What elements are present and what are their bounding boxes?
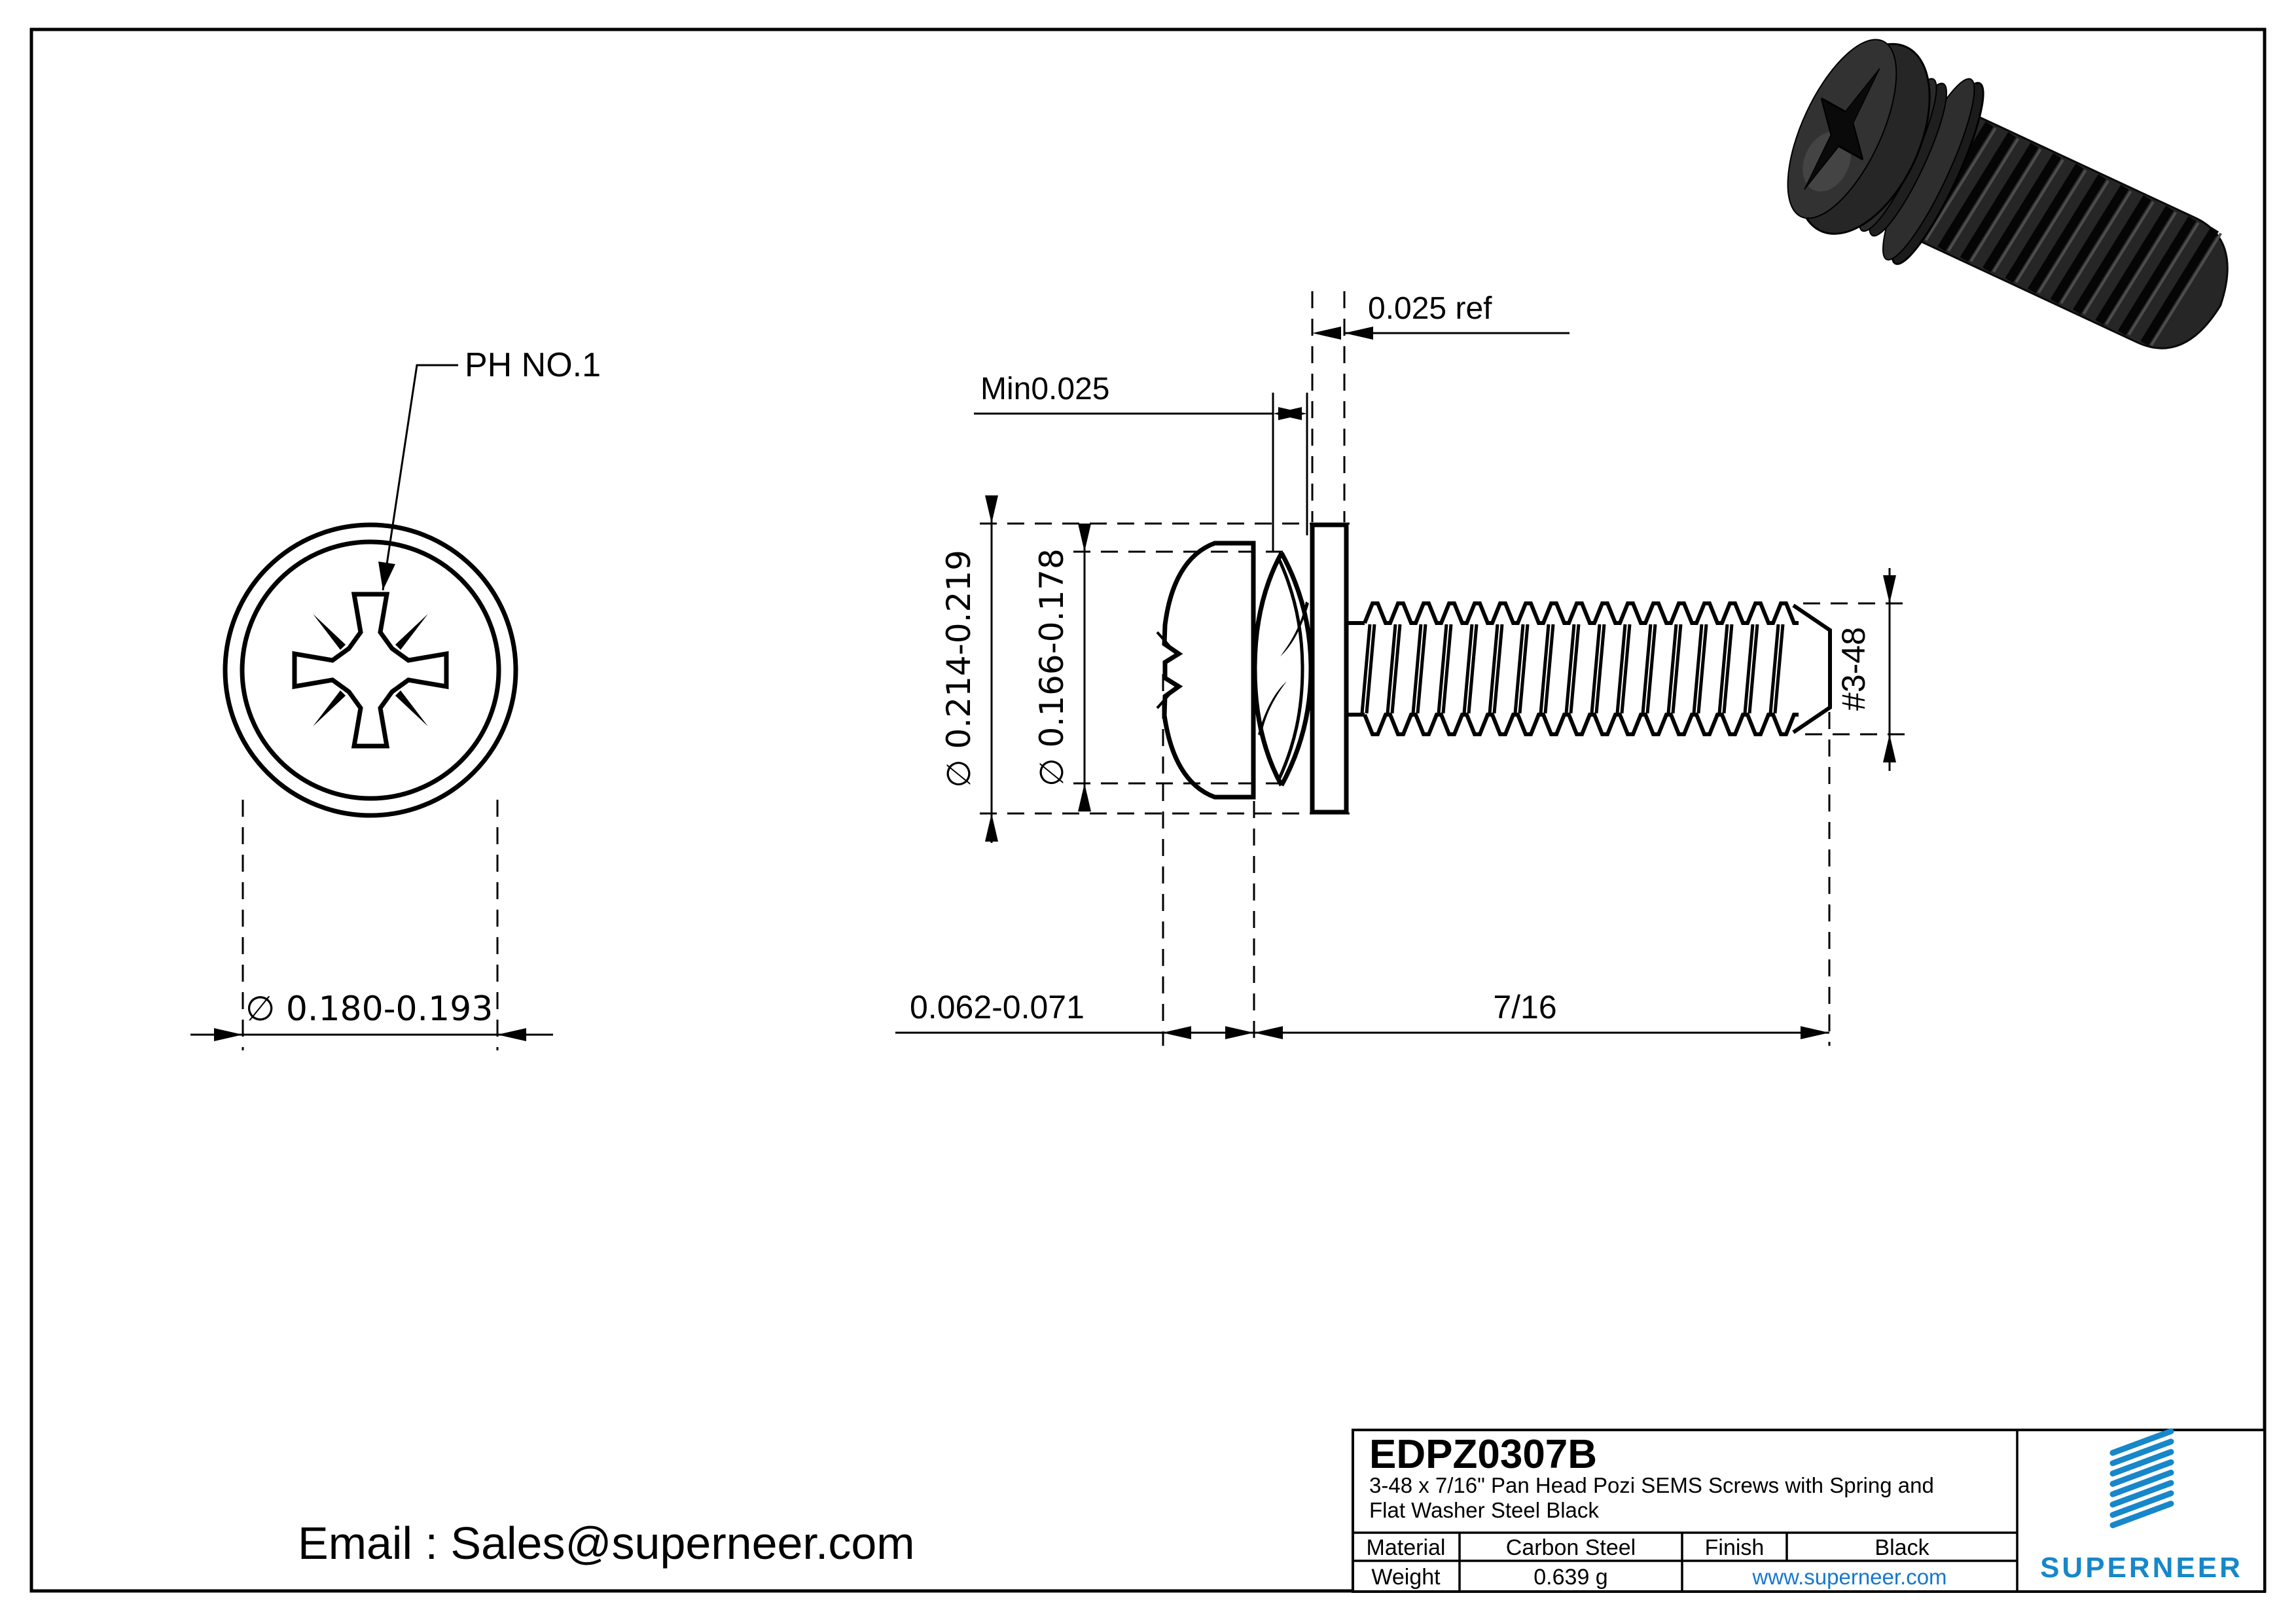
thread-crest-top: [1363, 601, 1799, 625]
dim-arrowhead: [214, 1028, 243, 1041]
spring-washer-profile: [1252, 552, 1314, 787]
recess-hidden-edge: [1156, 631, 1179, 656]
pozi-tick-nw: [313, 614, 346, 650]
brand-name: SUPERNEER: [2040, 1552, 2243, 1584]
dim-length-text: 7/16: [1493, 989, 1556, 1026]
sheet-border: [29, 27, 2267, 1593]
contact-email: Email : Sales@superneer.com: [298, 1518, 915, 1569]
dim-arrowhead: [1344, 327, 1373, 340]
leader-arrowhead: [378, 562, 395, 590]
side-view: [1156, 522, 1832, 815]
pozi-tick-ne: [395, 614, 428, 650]
callout-label: PH NO.1: [465, 346, 601, 384]
dim-arrowhead: [1801, 1026, 1829, 1039]
dim-arrowhead: [1254, 1026, 1283, 1039]
weight-value: 0.639 g: [1534, 1565, 1607, 1590]
part-description-line2: Flat Washer Steel Black: [1369, 1498, 1599, 1522]
title-block: EDPZ0307B 3-48 x 7/16" Pan Head Pozi SEM…: [1352, 1428, 2266, 1593]
pozi-tick-se: [395, 690, 428, 726]
part-number: EDPZ0307B: [1369, 1432, 1597, 1477]
dim-arrowhead: [497, 1028, 526, 1041]
dim-flat-od-text: ∅ 0.214-0.219: [940, 550, 978, 788]
thread-flanks: [1360, 624, 1780, 714]
finish-label: Finish: [1705, 1535, 1765, 1560]
thread-flanks-2: [1365, 624, 1785, 714]
dim-flat-thickness-text: 0.025 ref: [1368, 291, 1492, 326]
front-view: PH NO.1 ∅ 0.180-0.193: [190, 346, 601, 1050]
dim-head-height-text: 0.062-0.071: [910, 989, 1085, 1026]
material-value: Carbon Steel: [1506, 1535, 1636, 1560]
thread-crest-bottom: [1363, 713, 1799, 736]
part-description-line1: 3-48 x 7/16" Pan Head Pozi SEMS Screws w…: [1369, 1473, 1934, 1497]
superneer-logo: SUPERNEER: [2040, 1428, 2243, 1584]
dim-arrowhead: [1225, 1026, 1254, 1039]
dim-head-od-text: ∅ 0.180-0.193: [245, 990, 493, 1029]
head-outline-circle: [240, 539, 501, 801]
pan-head-profile: [1162, 541, 1256, 800]
screw-3d-render: [1787, 39, 2229, 349]
pozi-tick-sw: [313, 690, 346, 726]
washer-outline-circle: [223, 522, 518, 818]
pozi-recess-outline: [292, 592, 449, 749]
material-label: Material: [1367, 1535, 1446, 1560]
callout-leader-line: [382, 364, 458, 591]
dim-arrowhead: [1162, 1026, 1191, 1039]
dim-arrowhead: [1278, 407, 1307, 420]
dim-spring-thickness-text: Min0.025: [980, 372, 1109, 406]
flat-washer-profile: [1310, 522, 1349, 815]
thread-tip-chamfer: [1792, 603, 1832, 734]
dim-arrowhead: [1312, 327, 1341, 340]
dim-arrowhead: [1078, 524, 1091, 552]
dim-arrowhead: [1078, 783, 1091, 812]
recess-hidden-edge: [1156, 684, 1179, 709]
side-view-dimensions: Min0.025 0.025 ref ∅ 0.214-0.219 ∅ 0.166…: [895, 291, 1908, 1046]
website-link[interactable]: www.superneer.com: [1751, 1565, 1946, 1589]
finish-value: Black: [1874, 1535, 1929, 1560]
weight-label: Weight: [1371, 1565, 1441, 1590]
dim-arrowhead: [1883, 575, 1896, 603]
dim-arrowhead: [985, 495, 998, 524]
dim-arrowhead: [985, 813, 998, 842]
dim-thread-size-text: #3-48: [1835, 627, 1872, 711]
dim-spring-od-text: ∅ 0.166-0.178: [1033, 548, 1071, 787]
pozi-recess-3d: [1804, 67, 1880, 190]
logo-stripes-icon: [2109, 1428, 2174, 1529]
dim-arrowhead: [1883, 734, 1896, 762]
